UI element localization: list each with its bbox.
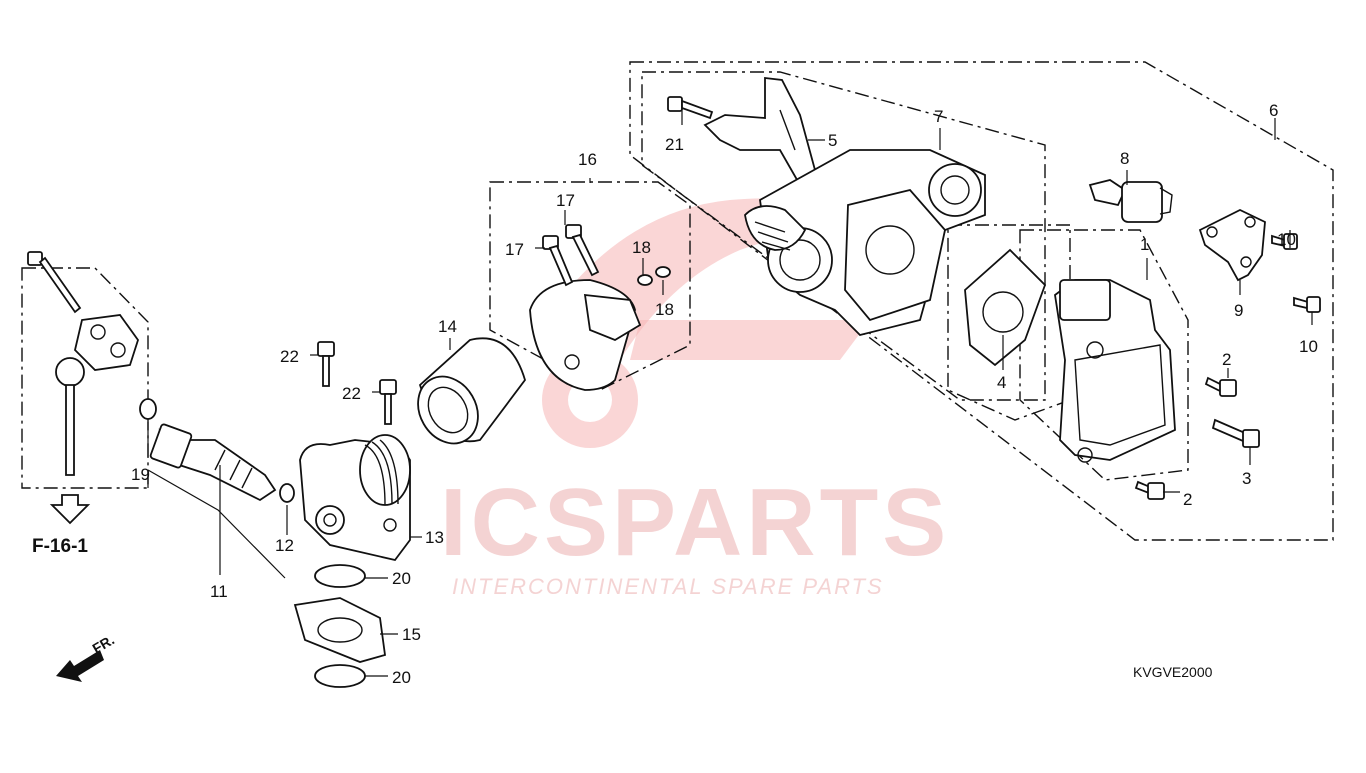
injector-11: [149, 423, 277, 502]
callout-5: 5: [828, 131, 837, 150]
assembly-6-outline: [629, 61, 1334, 541]
washer-18-b: [655, 266, 671, 278]
leader-lines: [147, 104, 1313, 677]
bolt-2-b: [1134, 480, 1165, 500]
o-ring-20-a: [314, 564, 366, 588]
callout-17a: 17: [505, 240, 524, 259]
assembly-7-outline: [641, 71, 1046, 401]
assembly-1-outline: [1019, 229, 1189, 481]
callout-10a: 10: [1277, 230, 1296, 249]
assembly-11-outline: [147, 469, 286, 579]
assembly-f16-outline: [21, 267, 149, 489]
callout-19: 19: [131, 465, 150, 484]
o-ring-19: [139, 398, 157, 420]
sensor-8: [1088, 179, 1173, 223]
callout-18a: 18: [632, 238, 651, 257]
callout-6: 6: [1269, 101, 1278, 120]
ref-arrow-icon: [49, 494, 91, 525]
callout-21: 21: [665, 135, 684, 154]
watermark-tagline: INTERCONTINENTAL SPARE PARTS: [452, 574, 884, 599]
callout-10b: 10: [1299, 337, 1318, 356]
manifold-13: [299, 434, 411, 562]
callout-18b: 18: [655, 300, 674, 319]
bolt-22-a: [317, 341, 335, 387]
callout-2b: 2: [1183, 490, 1192, 509]
front-direction-arrow-icon: [56, 650, 104, 682]
bolt-21: [667, 96, 714, 120]
throttle-body-7: [744, 149, 986, 336]
callout-9: 9: [1234, 301, 1243, 320]
callout-20b: 20: [392, 668, 411, 687]
plate-9: [1198, 208, 1266, 282]
callout-14: 14: [438, 317, 457, 336]
callout-22b: 22: [342, 384, 361, 403]
callout-11: 11: [210, 582, 228, 601]
bracket-5: [703, 76, 817, 187]
ref-label[interactable]: F-16-1: [32, 536, 88, 557]
diagram-code: KVGVE2000: [1133, 664, 1213, 680]
washer-18-a: [637, 274, 653, 286]
callout-15: 15: [402, 625, 421, 644]
callout-4: 4: [997, 373, 1006, 392]
direction-label: FR.: [90, 631, 118, 656]
callout-3: 3: [1242, 469, 1251, 488]
bolt-2-a: [1204, 376, 1237, 397]
watermark-brand: ICSPARTS: [440, 469, 950, 576]
screw-17-b: [565, 224, 600, 277]
sensor-unit-1: [1054, 279, 1176, 463]
gasket-4: [964, 248, 1047, 367]
o-ring-20-b: [314, 664, 366, 688]
insulator-15: [293, 597, 386, 663]
bolt-22-b: [379, 379, 397, 425]
sleeve-14: [417, 337, 526, 445]
callout-2a: 2: [1222, 350, 1231, 369]
callout-16: 16: [578, 150, 597, 169]
assembly-4-outline: [947, 224, 1071, 421]
bolt-10-b: [1293, 296, 1321, 313]
callout-17b: 17: [556, 191, 575, 210]
callout-13: 13: [425, 528, 444, 547]
assembly-16-outline: [489, 181, 691, 391]
callout-7: 7: [934, 107, 943, 126]
callout-20a: 20: [392, 569, 411, 588]
fuel-joint: [27, 251, 139, 476]
o-ring-12: [279, 483, 295, 503]
bolt-3: [1211, 418, 1260, 448]
screw-17-a: [542, 235, 574, 287]
callout-12: 12: [275, 536, 294, 555]
callout-1: 1: [1140, 235, 1149, 254]
callout-22a: 22: [280, 347, 299, 366]
callout-8: 8: [1120, 149, 1129, 168]
